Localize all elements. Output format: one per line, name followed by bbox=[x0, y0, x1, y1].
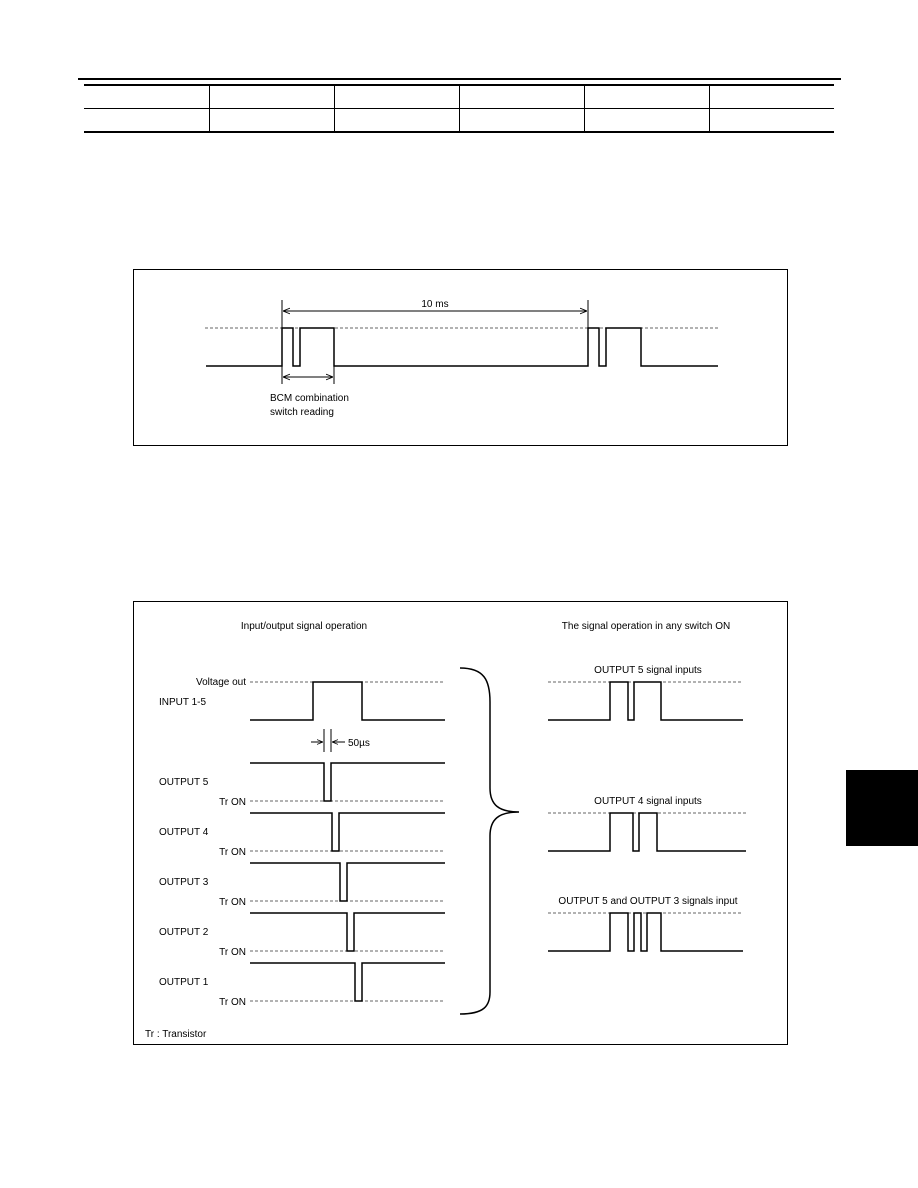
right-heading: The signal operation in any switch ON bbox=[562, 621, 730, 632]
output-4-tr-on-label: Tr ON bbox=[219, 847, 246, 858]
grouping-brace bbox=[459, 667, 520, 1015]
table-row bbox=[84, 108, 834, 133]
io-signal-operation-figure: Input/output signal operation The signal… bbox=[133, 601, 788, 1045]
output-3-tr-on-label: Tr ON bbox=[219, 897, 246, 908]
case-3-title: OUTPUT 5 and OUTPUT 3 signals input bbox=[558, 896, 737, 907]
table-cell bbox=[458, 108, 584, 133]
case-2-title: OUTPUT 4 signal inputs bbox=[594, 796, 702, 807]
transistor-footnote: Tr : Transistor bbox=[145, 1029, 207, 1040]
table-cell bbox=[708, 84, 834, 109]
input-waveform bbox=[250, 681, 445, 721]
reading-waveform bbox=[206, 327, 718, 367]
output-3-label: OUTPUT 3 bbox=[159, 877, 209, 888]
timing-diagram: 10 ms BCM combination switch reading bbox=[205, 299, 719, 418]
pulse-width-label: 50µs bbox=[348, 738, 370, 749]
output-2-tr-on-label: Tr ON bbox=[219, 947, 246, 958]
section-tab bbox=[846, 770, 918, 846]
table-cell bbox=[333, 84, 459, 109]
table-cell bbox=[708, 108, 834, 133]
table-cell bbox=[583, 108, 709, 133]
output-3-waveform bbox=[250, 862, 445, 902]
case-2-waveform bbox=[548, 812, 746, 852]
reading-label-line2: switch reading bbox=[270, 407, 334, 418]
table-row bbox=[84, 84, 834, 109]
input-label: INPUT 1-5 bbox=[159, 697, 206, 708]
output-2-waveform bbox=[250, 912, 445, 952]
output-4-waveform bbox=[250, 812, 445, 852]
bcm-reading-timing-figure: 10 ms BCM combination switch reading bbox=[133, 269, 788, 446]
output-2-label: OUTPUT 2 bbox=[159, 927, 209, 938]
output-4-label: OUTPUT 4 bbox=[159, 827, 209, 838]
output-5-label: OUTPUT 5 bbox=[159, 777, 209, 788]
output-1-label: OUTPUT 1 bbox=[159, 977, 209, 988]
period-label: 10 ms bbox=[421, 299, 448, 310]
case-1-title: OUTPUT 5 signal inputs bbox=[594, 665, 702, 676]
output-5-waveform bbox=[250, 762, 445, 802]
output-5-tr-on-label: Tr ON bbox=[219, 797, 246, 808]
table-cell bbox=[583, 84, 709, 109]
table-cell bbox=[458, 84, 584, 109]
table-cell bbox=[333, 108, 459, 133]
table-cell bbox=[208, 108, 334, 133]
table-cell bbox=[84, 84, 209, 109]
table-cell bbox=[84, 108, 209, 133]
table-cell bbox=[208, 84, 334, 109]
header-rule bbox=[78, 78, 841, 80]
output-1-tr-on-label: Tr ON bbox=[219, 997, 246, 1008]
left-heading: Input/output signal operation bbox=[241, 621, 367, 632]
case-1-waveform bbox=[548, 681, 743, 721]
voltage-out-label: Voltage out bbox=[196, 677, 246, 688]
io-timing-diagram: Input/output signal operation The signal… bbox=[145, 621, 746, 1040]
output-1-waveform bbox=[250, 962, 445, 1002]
case-3-waveform bbox=[548, 912, 743, 952]
reading-label-line1: BCM combination bbox=[270, 393, 349, 404]
spec-table bbox=[84, 84, 834, 133]
